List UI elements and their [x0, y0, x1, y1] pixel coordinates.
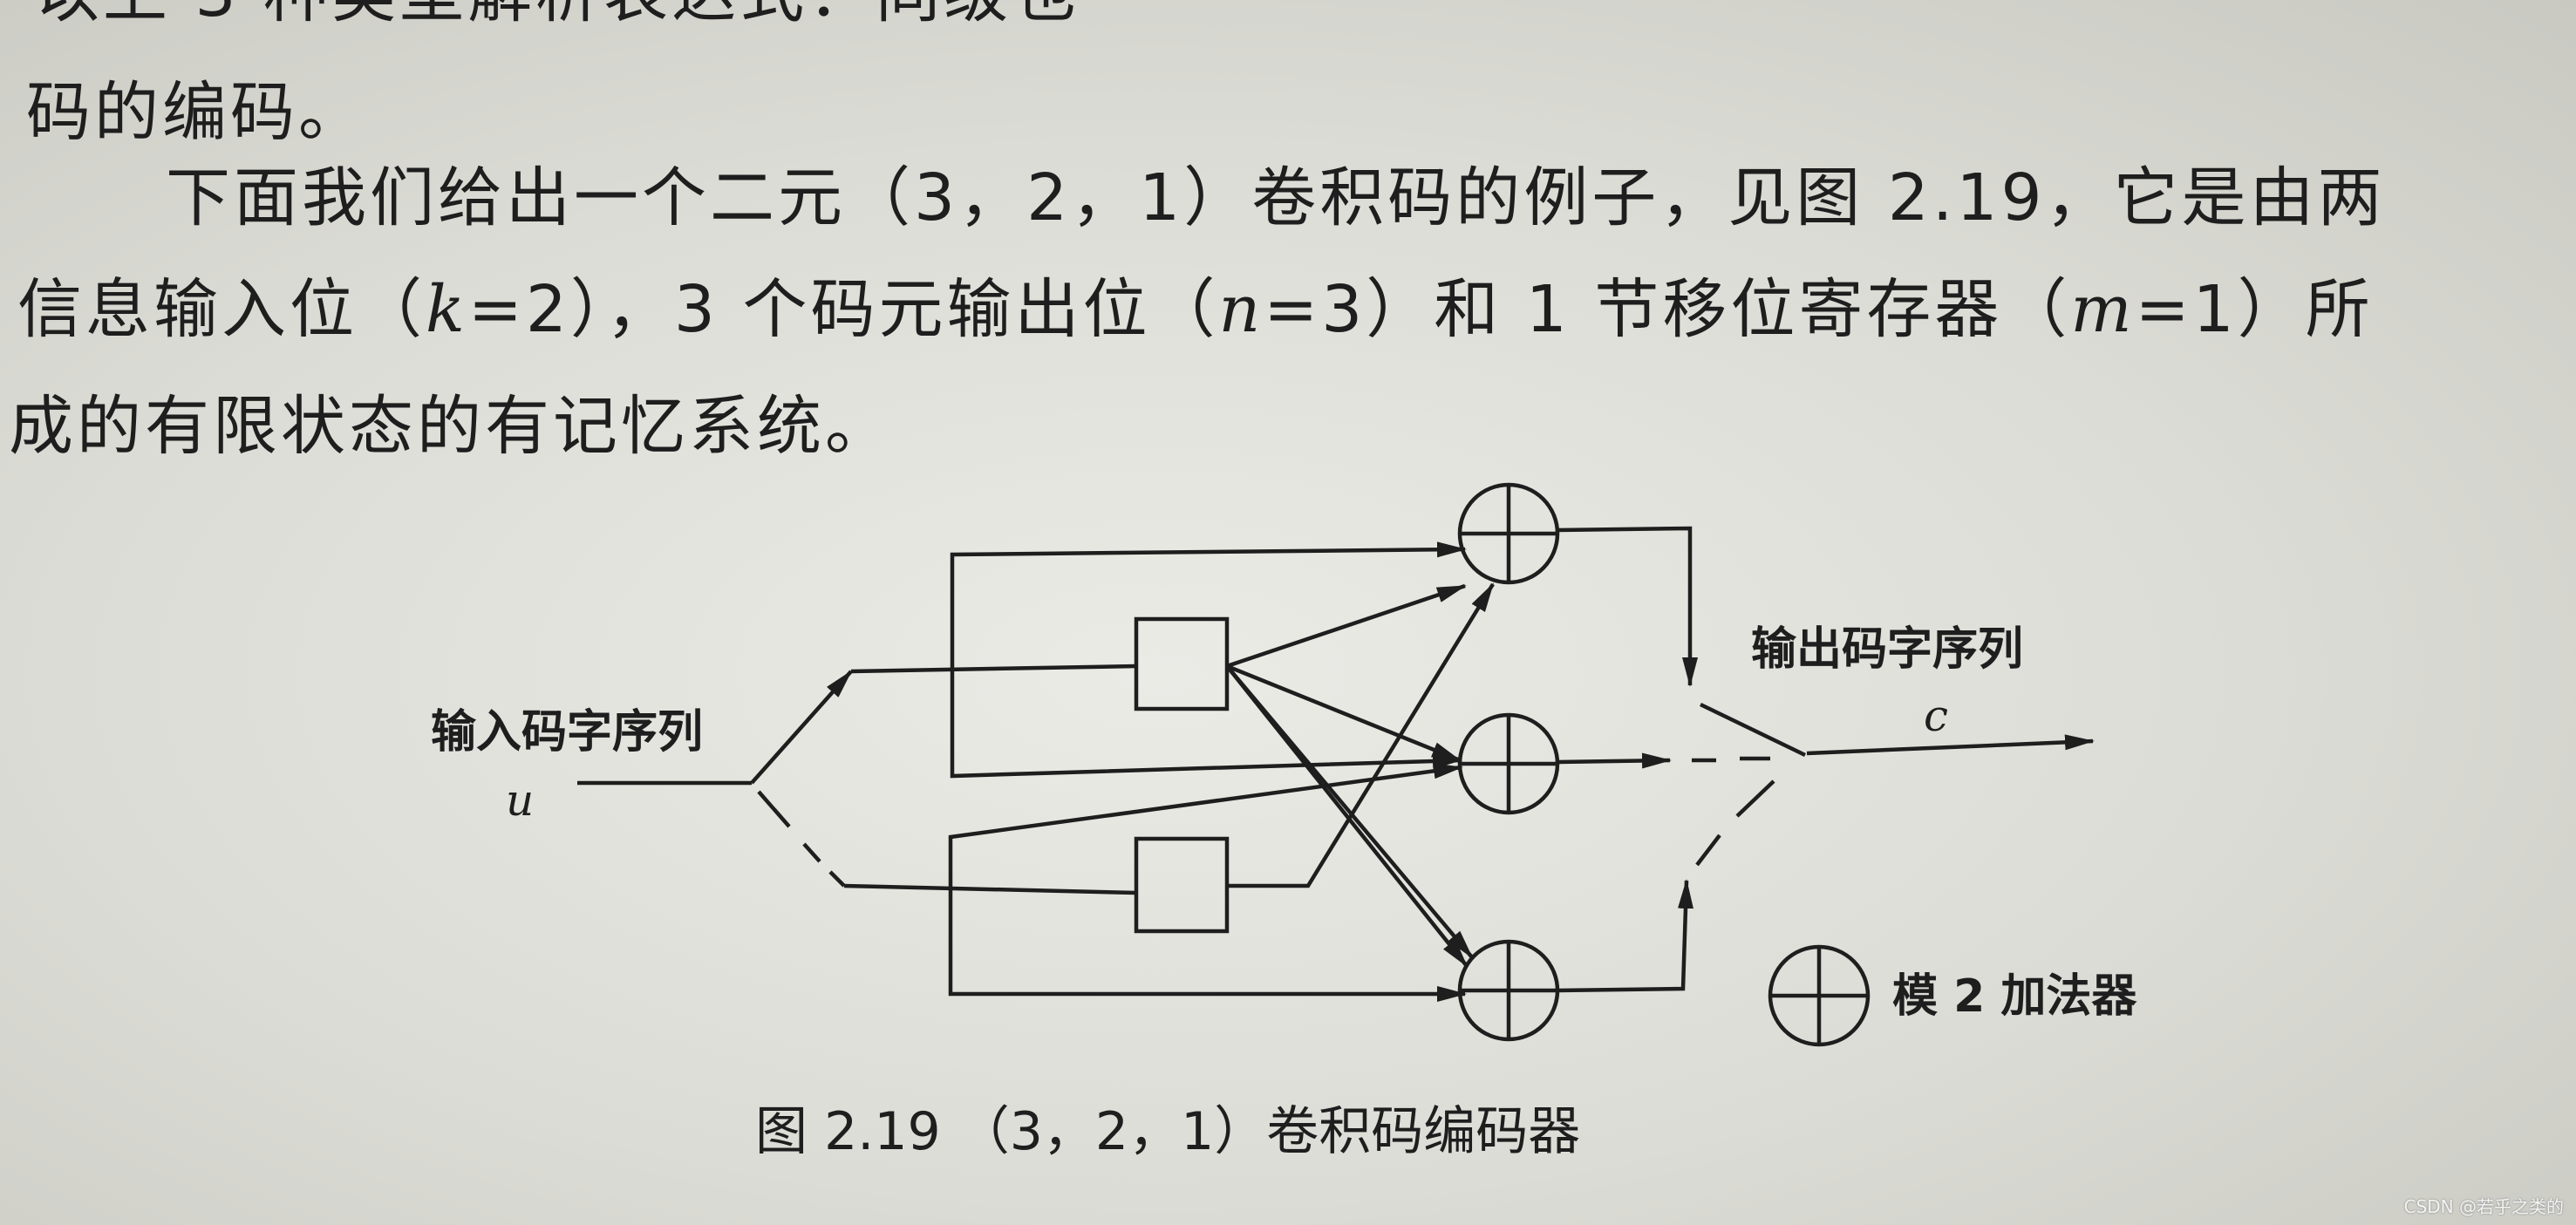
- reg-low-to-adder1: [1227, 582, 1495, 888]
- shift-register-upper: [1134, 616, 1230, 711]
- out2-path: [1557, 752, 1672, 769]
- input-label: 输入码字序列: [431, 706, 703, 759]
- reg-up-to-adder1: [1226, 583, 1467, 669]
- switch-lower-end: [828, 870, 846, 888]
- input-symbol: u: [506, 775, 534, 826]
- switch-lower-dash2: [802, 842, 821, 863]
- text-line-4: 成的有限状态的有记忆系统。: [9, 389, 893, 464]
- upper-feed-mid: [950, 669, 1462, 779]
- var-n: n: [1218, 272, 1264, 347]
- shift-register-lower: [1134, 836, 1230, 934]
- text-line-3-pre: 信息输入位（: [17, 272, 426, 347]
- output-symbol: c: [1924, 691, 1948, 741]
- lower-path: [843, 883, 1137, 895]
- lower-feed-mid: [948, 763, 1463, 889]
- switch-upper: [750, 670, 853, 785]
- text-line-3: 信息输入位（k=2），3 个码元输出位（n=3）和 1 节移位寄存器（m=1）所: [17, 277, 2374, 342]
- switch-lower-dash1: [757, 790, 791, 828]
- reg-up-to-adder3b: [1225, 664, 1474, 959]
- output-label: 输出码字序列: [1751, 623, 2023, 676]
- legend-label: 模 2 加法器: [1892, 970, 2137, 1023]
- text-line-2: 下面我们给出一个二元（3，2，1）卷积码的例子，见图 2.19，它是由两: [166, 160, 2386, 235]
- text-line-3-end: =1）所: [2135, 272, 2374, 347]
- reg-up-to-adder2: [1226, 664, 1462, 763]
- lower-feed-loop: [948, 889, 1467, 1002]
- text-line-3-post: =3）和 1 节移位寄存器（: [1264, 272, 2071, 347]
- text-line-0: 以上 3 种类型解析表达式：同级也: [35, 0, 1080, 26]
- text-line-3-mid: =2），3 个码元输出位（: [467, 272, 1219, 347]
- out1-path: [1557, 526, 1698, 687]
- text-line-1: 码的编码。: [26, 75, 366, 150]
- var-k: k: [426, 272, 468, 347]
- upper-path: [850, 664, 1137, 674]
- var-m: m: [2070, 272, 2136, 347]
- output-line: [1806, 734, 2095, 756]
- upper-feed-loop: [950, 541, 1467, 669]
- figure-caption: 图 2.19 （3，2，1）卷积码编码器: [755, 1101, 1580, 1162]
- commutator-upper: [1700, 702, 1806, 758]
- commutator-lower-1: [1695, 834, 1721, 867]
- out3-path: [1557, 879, 1693, 993]
- commutator-lower-2: [1735, 779, 1775, 818]
- watermark: CSDN @若乎之类的: [2403, 1196, 2564, 1217]
